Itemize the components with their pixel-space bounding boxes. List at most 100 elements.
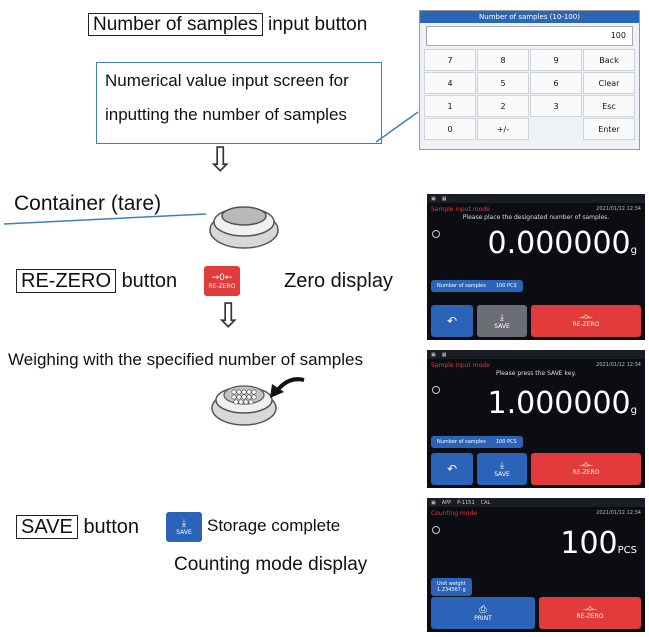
container-illustration (4, 206, 279, 249)
key-blank (530, 118, 582, 138)
stable-indicator-icon (432, 230, 440, 238)
samples-illustration (211, 377, 305, 426)
rezero-button[interactable]: →0←RE-ZERO (531, 305, 641, 337)
unit-weight-value: 1.234567 g (437, 587, 466, 593)
key-2[interactable]: 2 (477, 95, 529, 117)
step5-word: button (83, 516, 140, 538)
screen-sample-input-2: ▣▦ Sample input mode 2021/01/12 12:34 Pl… (427, 350, 645, 488)
counting-mode-label: Counting mode display (174, 554, 368, 575)
back-button-2[interactable]: ↶ (431, 453, 473, 485)
key-3[interactable]: 3 (530, 95, 582, 117)
rezero-text: RE-ZERO (572, 321, 600, 328)
save-button[interactable]: ⤓SAVE (477, 305, 527, 337)
caption-line-1: Numerical value input screen for (105, 71, 349, 90)
key-5[interactable]: 5 (477, 72, 529, 94)
caption-box: Numerical value input screen for inputti… (96, 62, 382, 144)
key-plus-minus[interactable]: +/- (477, 118, 529, 140)
keypad-panel: Number of samples (10-100) 100 7 8 9 Bac… (419, 10, 640, 150)
status-bar-3: ▣ APP P-1151 CAL (427, 498, 645, 507)
status-id: P-1151 (457, 499, 475, 506)
container-label: Container (tare) (14, 192, 162, 215)
instruction-message-2: Please press the SAVE key. (495, 370, 577, 377)
stable-indicator-icon-2 (432, 386, 440, 394)
pill-label: Number of samples (437, 283, 486, 289)
key-esc[interactable]: Esc (583, 95, 635, 117)
weighing-label: Weighing with the specified number of sa… (8, 350, 363, 369)
weight-unit-2: g (630, 405, 637, 416)
save-icon-text: SAVE (176, 529, 192, 536)
return-icon: ↶ (446, 314, 458, 328)
printer-icon: ⎙ (479, 604, 487, 615)
rezero-symbol: →0← (211, 272, 233, 283)
status-cal: CAL (480, 499, 491, 506)
key-1[interactable]: 1 (424, 95, 476, 117)
weight-value-2: 1.000000g (487, 386, 637, 421)
print-button[interactable]: ⎙PRINT (431, 597, 535, 629)
rezero-text-2: RE-ZERO (572, 469, 600, 476)
stable-indicator-icon-3 (432, 526, 440, 534)
count-number: 100 (560, 526, 618, 561)
keypad-title: Number of samples (10-100) (420, 11, 639, 23)
key-7[interactable]: 7 (424, 49, 476, 71)
key-clear[interactable]: Clear (583, 72, 635, 94)
mode-label-3: Counting mode (431, 510, 478, 517)
key-6[interactable]: 6 (530, 72, 582, 94)
weight-number-2: 1.000000 (487, 386, 631, 421)
key-4[interactable]: 4 (424, 72, 476, 94)
pill-value-2: 100 PCS (495, 439, 517, 445)
save-button-2[interactable]: ⤓SAVE (477, 453, 527, 485)
rezero-symbol-small-2: →0← (579, 462, 593, 469)
step3-label: RE-ZERO button (16, 269, 178, 293)
keypad-grid: 7 8 9 Back 4 5 6 Clear 1 2 3 Esc 0 +/- E… (420, 49, 639, 140)
save-symbol: ⤓ (181, 518, 187, 529)
weight-unit: g (630, 245, 637, 256)
save-icon-small-2: ⤓ (500, 460, 504, 471)
key-enter[interactable]: Enter (583, 118, 635, 140)
sample-count-pill[interactable]: Number of samples 100 PCS (431, 280, 523, 292)
return-icon-2: ↶ (446, 462, 458, 476)
step1-label: Number of samples input button (88, 13, 368, 36)
caption-pointer (375, 111, 419, 143)
caption-line-2: inputting the number of samples (105, 105, 347, 124)
mode-label: Sample input mode (431, 206, 490, 213)
print-text: PRINT (474, 614, 492, 622)
number-of-samples-button-label: Number of samples (88, 13, 263, 36)
storage-complete-label: Storage complete (207, 516, 341, 535)
rezero-symbol-small-3: →0← (583, 606, 597, 613)
weight-number: 0.000000 (487, 226, 631, 261)
rezero-button-3[interactable]: →0←RE-ZERO (539, 597, 641, 629)
down-arrow-icon: ⇩ (206, 141, 235, 179)
key-0[interactable]: 0 (424, 118, 476, 140)
rezero-symbol-small: →0← (579, 314, 593, 321)
step1-suffix: input button (268, 14, 368, 35)
weight-value: 0.000000g (487, 226, 637, 261)
key-9[interactable]: 9 (530, 49, 582, 71)
back-button[interactable]: ↶ (431, 305, 473, 337)
key-8[interactable]: 8 (477, 49, 529, 71)
instruction-message: Please place the designated number of sa… (462, 214, 610, 221)
unit-weight-label: Unit weight (437, 581, 466, 587)
count-value: 100PCS (560, 526, 637, 561)
key-back[interactable]: Back (583, 49, 635, 71)
save-button-label: SAVE (16, 515, 78, 539)
status-app: APP (441, 499, 452, 506)
status-bar: ▣▦ (427, 194, 645, 203)
rezero-button-2[interactable]: →0←RE-ZERO (531, 453, 641, 485)
mode-label-2: Sample input mode (431, 362, 490, 369)
save-text: SAVE (494, 322, 510, 330)
date-label-3: 2021/01/12 12:34 (596, 510, 641, 516)
screen-counting-mode: ▣ APP P-1151 CAL Counting mode 2021/01/1… (427, 498, 645, 632)
status-bar-2: ▣▦ (427, 350, 645, 359)
rezero-text-3: RE-ZERO (576, 613, 604, 620)
down-arrow-icon-2: ⇩ (214, 297, 243, 335)
rezero-button-label: RE-ZERO (16, 269, 116, 293)
save-icon: ⤓ SAVE (166, 512, 202, 542)
count-unit: PCS (617, 545, 637, 556)
step3-word: button (121, 270, 178, 292)
screen-sample-input-1: ▣▦ Sample input mode 2021/01/12 12:34 Pl… (427, 194, 645, 340)
save-text-2: SAVE (494, 470, 510, 478)
rezero-icon: →0← RE-ZERO (204, 266, 240, 296)
pill-value: 100 PCS (495, 283, 517, 289)
